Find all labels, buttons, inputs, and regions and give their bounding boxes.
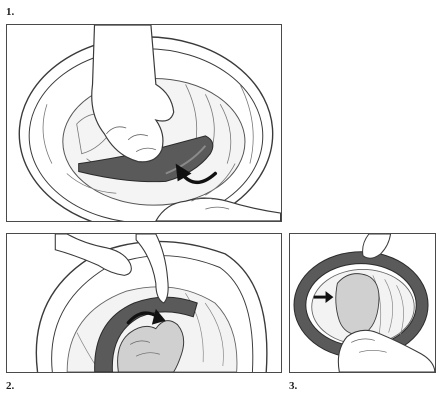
step-1-drawing — [7, 25, 281, 221]
step-3-drawing — [290, 234, 435, 372]
fabric-liner — [336, 274, 379, 335]
step-1-label: 1. — [6, 7, 14, 18]
step-1-illustration — [6, 24, 282, 222]
step-2-label: 2. — [6, 381, 14, 392]
bottom-hand — [338, 330, 435, 372]
step-2-drawing — [7, 234, 281, 372]
step-3-illustration — [289, 233, 436, 373]
step-3-label: 3. — [289, 381, 297, 392]
step-2-illustration — [6, 233, 282, 373]
top-hand — [363, 234, 391, 258]
top-hand — [55, 234, 131, 275]
